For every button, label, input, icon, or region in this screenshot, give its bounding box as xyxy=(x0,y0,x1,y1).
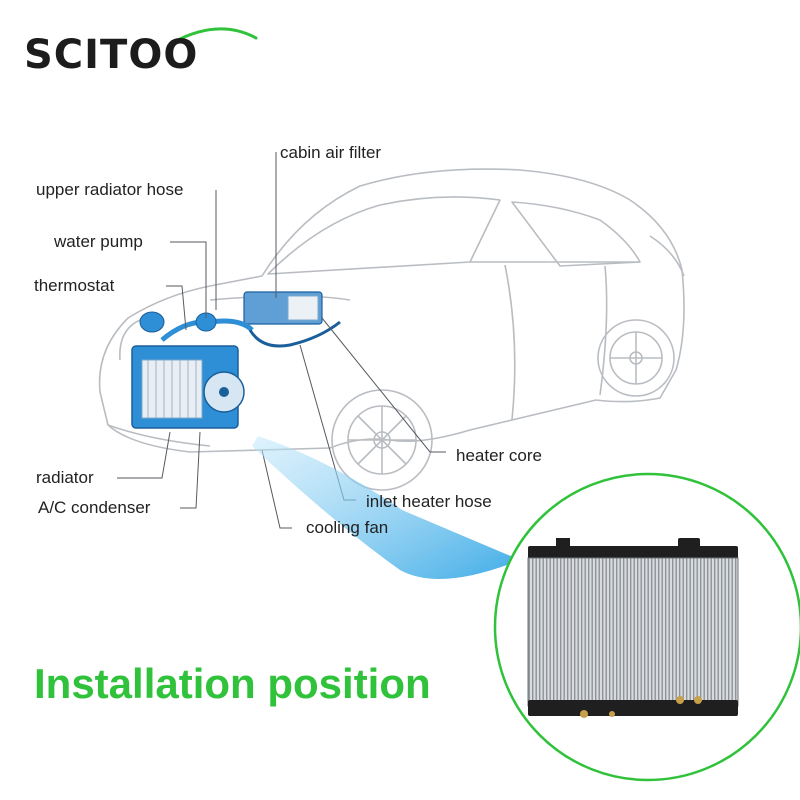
label-water-pump: water pump xyxy=(54,232,143,251)
label-upper-radiator-hose: upper radiator hose xyxy=(36,180,184,199)
label-heater-core: heater core xyxy=(456,446,542,465)
installation-position-headline: Installation position xyxy=(34,660,431,707)
rear-wheel xyxy=(597,319,675,397)
cooling-components xyxy=(131,291,341,429)
label-ac-condenser: A/C condenser xyxy=(38,498,151,517)
leader-lines xyxy=(117,152,446,529)
radiator-product-inset xyxy=(493,472,800,782)
label-inlet-heater-hose: inlet heater hose xyxy=(366,492,492,511)
front-wheel xyxy=(331,389,433,491)
label-cooling-fan: cooling fan xyxy=(306,518,389,537)
label-thermostat: thermostat xyxy=(34,276,115,295)
car-outline xyxy=(98,168,685,453)
brand-name: SCITOO xyxy=(24,32,199,78)
car-roof-swoosh-icon xyxy=(172,27,258,44)
callout-beam xyxy=(252,436,520,579)
brand-logo: SCITOO xyxy=(24,20,264,80)
label-cabin-air-filter: cabin air filter xyxy=(280,143,382,162)
label-radiator: radiator xyxy=(36,468,94,487)
